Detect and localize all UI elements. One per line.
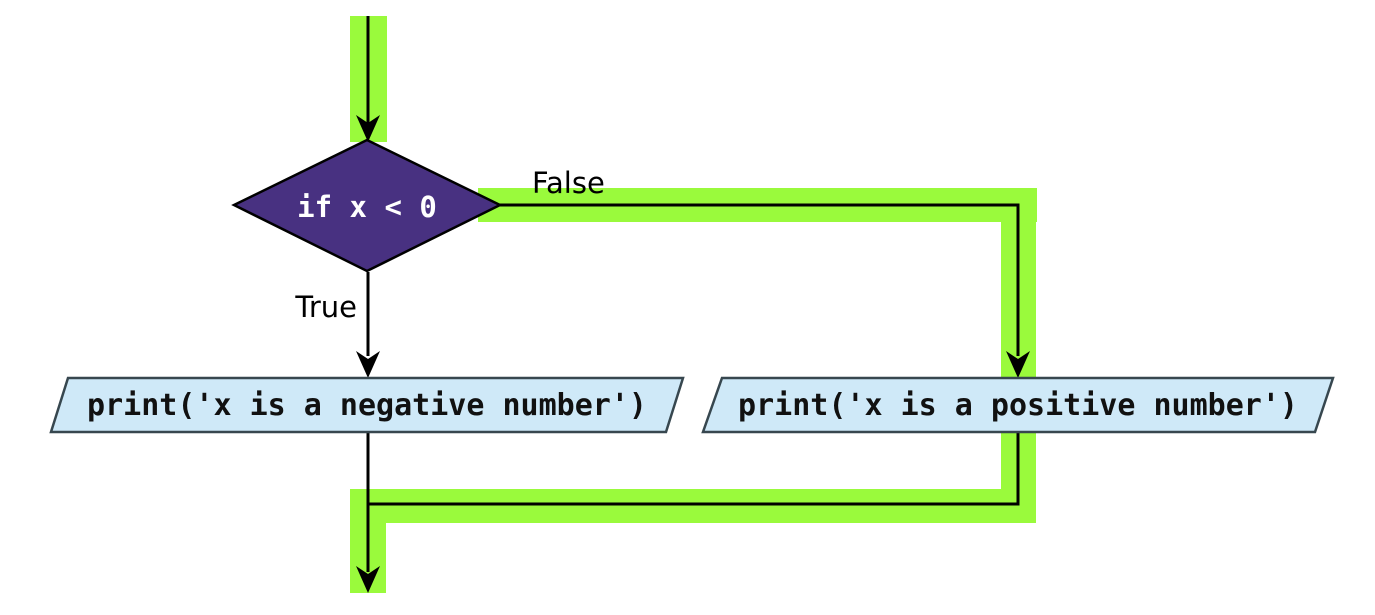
io-box-negative [49, 376, 685, 434]
highlight-merge-horizontal-segment [350, 489, 1036, 523]
false-branch-arrowhead [1006, 351, 1030, 378]
io-box-positive [701, 376, 1335, 434]
true-branch-arrowhead [356, 351, 380, 378]
exit-arrowhead [356, 566, 380, 593]
entry-arrowhead [356, 115, 380, 142]
io-node-negative: print('x is a negative number') [49, 376, 685, 434]
execution-highlight-path [350, 16, 1037, 593]
true-branch-label: True [294, 290, 357, 324]
io-label-negative: print('x is a negative number') [87, 388, 647, 423]
io-label-positive: print('x is a positive number') [738, 388, 1298, 423]
decision-node: if x < 0 [231, 138, 503, 273]
decision-diamond [231, 138, 503, 273]
flow-arrows [356, 16, 1030, 593]
decision-label: if x < 0 [297, 190, 437, 224]
false-branch-line [499, 203, 1020, 356]
io-node-positive: print('x is a positive number') [701, 376, 1335, 434]
false-branch-label: False [532, 166, 605, 200]
merge-right-line [368, 431, 1020, 506]
